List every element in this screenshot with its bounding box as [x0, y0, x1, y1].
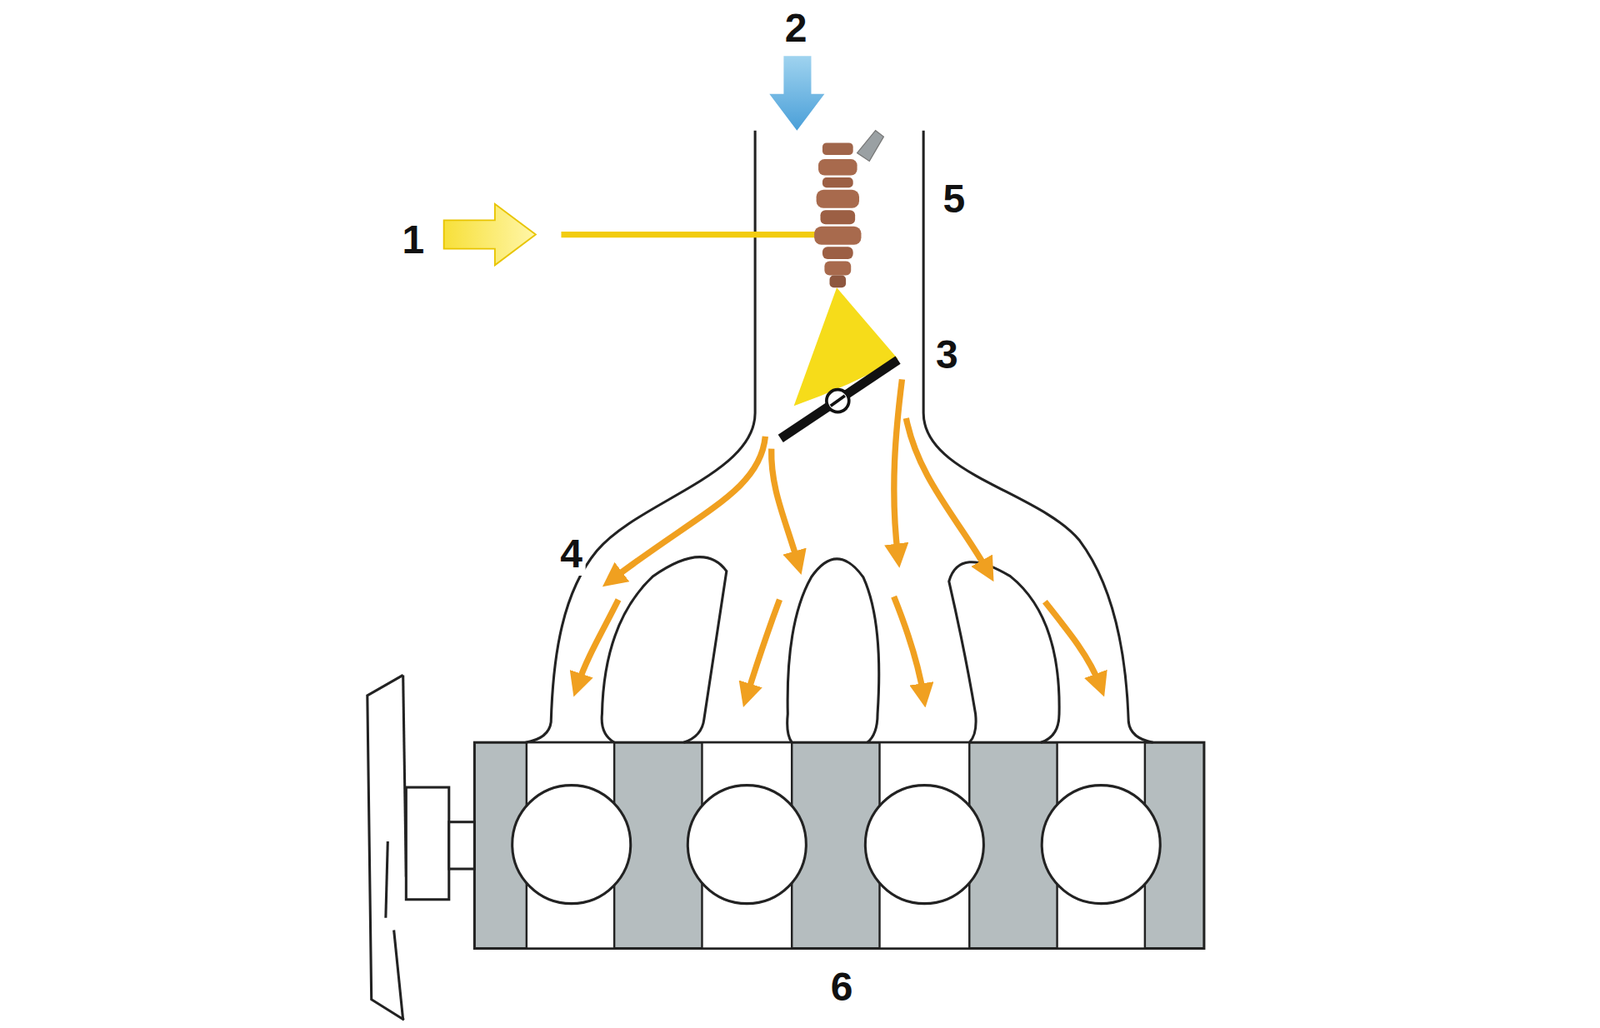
callout-number: 5: [940, 177, 970, 221]
fuel-arrow: [444, 204, 536, 265]
flywheel: [367, 675, 475, 1020]
callout-number: 1: [399, 218, 429, 262]
air-arrow: [769, 55, 825, 130]
mixture-flow-arrows: [577, 379, 1100, 696]
fuel-line: [560, 231, 821, 238]
callout-number: 4: [556, 532, 586, 576]
fuel-spray: [794, 287, 899, 406]
callout-number: 3: [932, 333, 962, 377]
injector: [814, 130, 884, 289]
callout-number: 6: [827, 965, 857, 1010]
throttle-valve: [780, 360, 899, 439]
cylinders: [512, 785, 1161, 905]
callout-number: 2: [781, 6, 811, 50]
engine-block: [474, 742, 1205, 949]
intake-manifold: [525, 130, 1154, 744]
